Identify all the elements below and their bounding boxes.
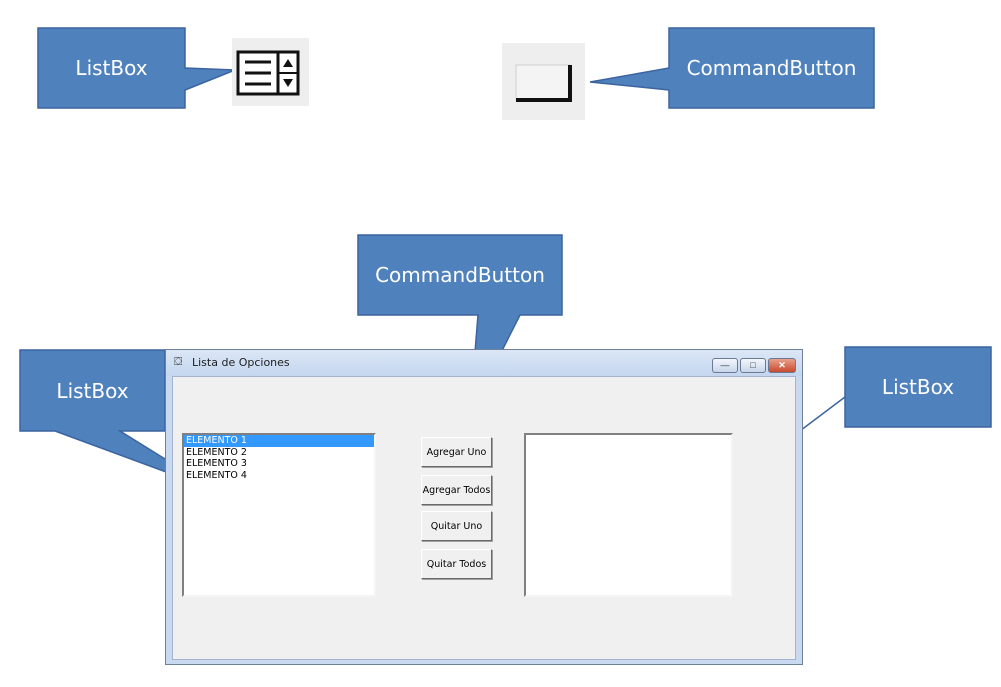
callout-label-listbox-mid-right: ListBox <box>881 375 955 399</box>
window-titlebar[interactable]: ⛋ Lista de Opciones — □ ✕ <box>166 350 802 376</box>
add-one-button[interactable]: Agregar Uno <box>421 437 492 467</box>
callout-label-commandbutton-top: CommandButton <box>686 56 857 80</box>
add-all-button[interactable]: Agregar Todos <box>421 475 492 505</box>
remove-one-button[interactable]: Quitar Uno <box>421 511 492 541</box>
list-item[interactable]: ELEMENTO 4 <box>186 469 247 481</box>
listbox-left[interactable]: ELEMENTO 1 ELEMENTO 2 ELEMENTO 3 ELEMENT… <box>182 433 376 597</box>
callout-label-listbox-top: ListBox <box>75 56 148 80</box>
listbox-right[interactable] <box>524 433 733 597</box>
app-window: ⛋ Lista de Opciones — □ ✕ ELEMENTO 1 ELE… <box>165 349 803 665</box>
app-icon: ⛋ <box>174 356 183 368</box>
callout-commandbutton-top <box>589 27 875 109</box>
close-button[interactable]: ✕ <box>768 358 796 373</box>
remove-all-button[interactable]: Quitar Todos <box>421 549 492 579</box>
callout-label-commandbutton-mid: CommandButton <box>375 263 545 287</box>
commandbutton-tool-icon <box>502 43 585 120</box>
maximize-button[interactable]: □ <box>740 358 766 373</box>
minimize-button[interactable]: — <box>712 358 738 373</box>
list-item[interactable]: ELEMENTO 2 <box>186 446 247 458</box>
list-item[interactable]: ELEMENTO 1 <box>184 435 374 447</box>
callout-label-listbox-mid-left: ListBox <box>56 378 129 403</box>
window-client-area: ELEMENTO 1 ELEMENTO 2 ELEMENTO 3 ELEMENT… <box>172 376 796 660</box>
listbox-tool-icon <box>232 38 309 106</box>
callout-listbox-top <box>37 27 236 109</box>
callout-listbox-mid-right <box>739 346 992 477</box>
list-item[interactable]: ELEMENTO 3 <box>186 458 247 469</box>
window-title: Lista de Opciones <box>192 356 290 369</box>
